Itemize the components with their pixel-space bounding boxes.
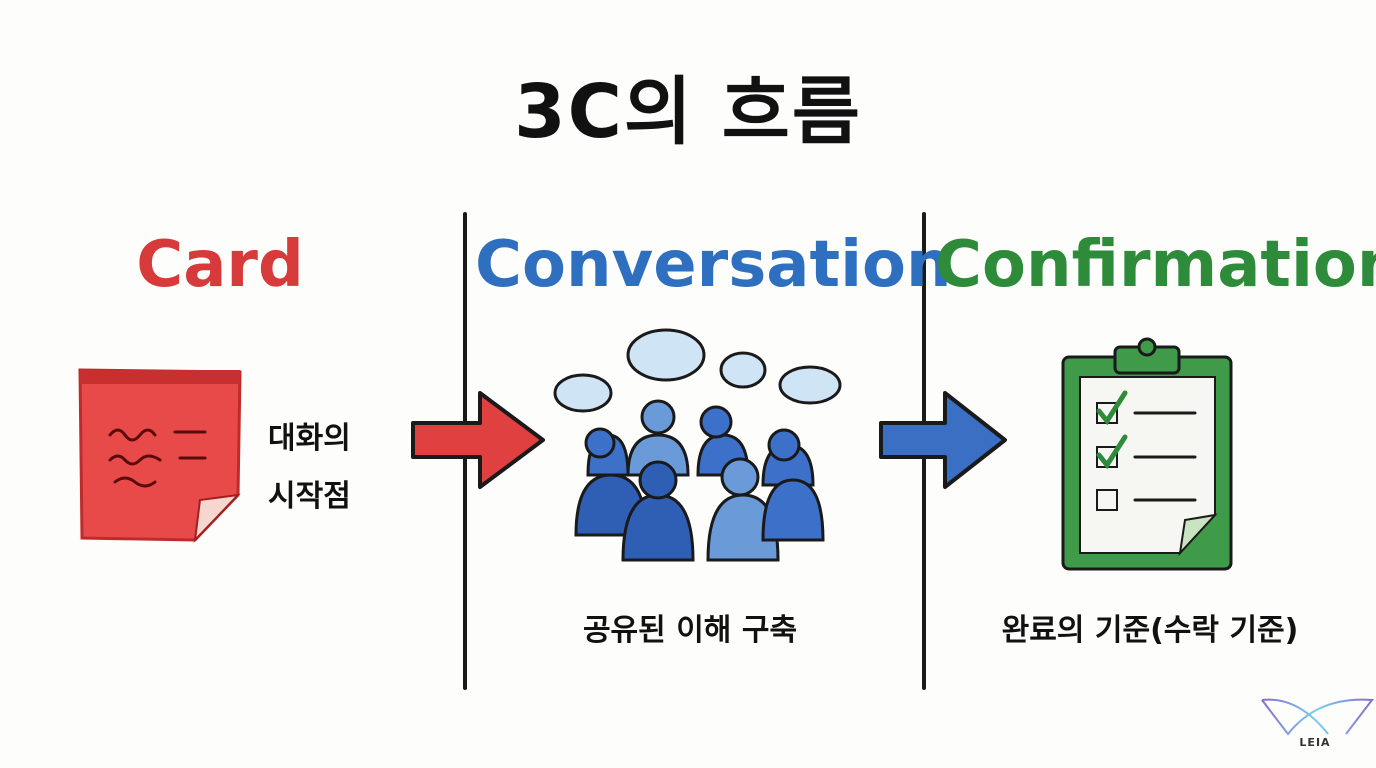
people-talking-icon (553, 328, 842, 562)
leia-logo (1261, 698, 1374, 736)
conversation-heading: Conversation (475, 228, 952, 302)
sticky-note-icon (78, 368, 242, 543)
confirmation-heading: Confirmation (935, 228, 1376, 302)
clipboard-checklist-icon (1061, 337, 1233, 571)
arrow-right-icon (411, 391, 545, 489)
confirmation-caption: 완료의 기준(수락 기준) (1001, 613, 1299, 648)
logo-text: LEIA (1299, 736, 1331, 749)
conversation-caption: 공유된 이해 구축 (582, 613, 798, 648)
note-line: 대화의 (268, 421, 351, 456)
card-note: 대화의 시작점 (268, 410, 351, 526)
note-line: 시작점 (268, 479, 351, 514)
page-title: 3C의 흐름 (514, 69, 862, 155)
arrow-right-icon (879, 391, 1007, 489)
card-heading: Card (136, 228, 304, 302)
